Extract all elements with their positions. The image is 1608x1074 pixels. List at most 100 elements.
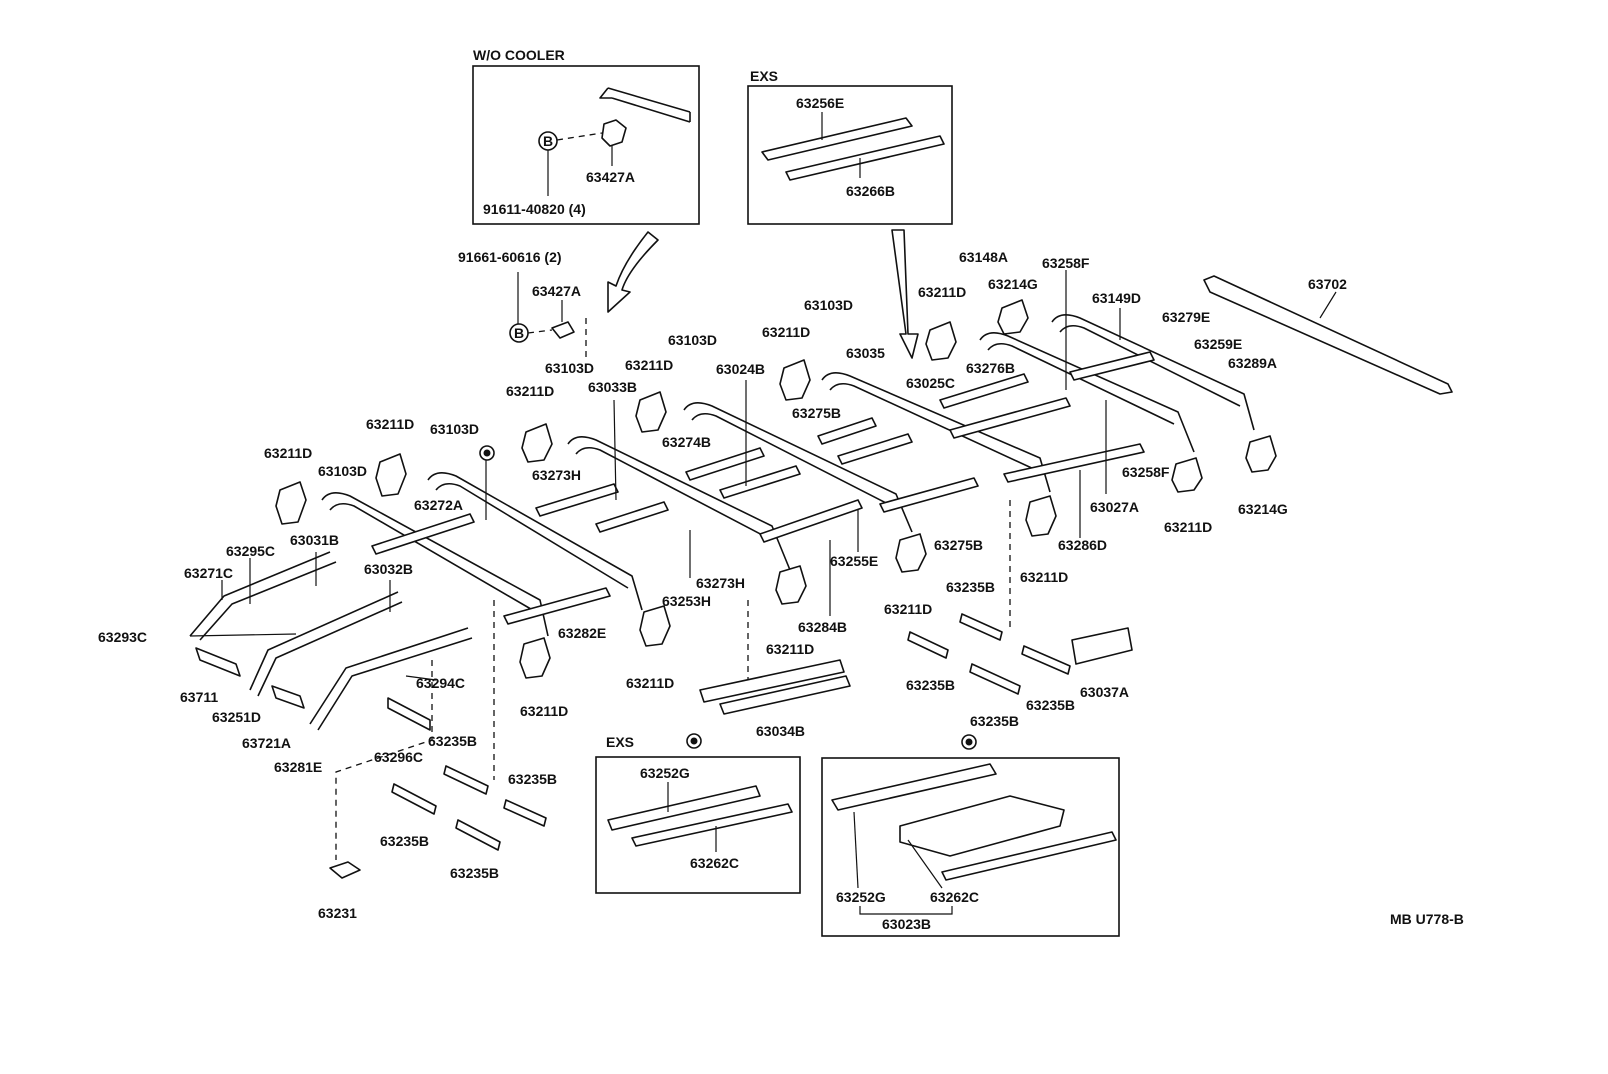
- label-63273H-low: 63273H: [696, 575, 745, 591]
- label-63211D: 63211D: [366, 416, 414, 432]
- label-63293C: 63293C: [98, 629, 147, 645]
- label-63266B: 63266B: [846, 183, 895, 199]
- label-63252G-left: 63252G: [640, 765, 690, 781]
- front-header-rail: [189, 551, 337, 641]
- inset-title-exs-top: EXS: [750, 68, 778, 84]
- label-63256E: 63256E: [796, 95, 844, 111]
- inset-exs-bottom: EXS: [595, 734, 801, 894]
- label-63031B: 63031B: [290, 532, 339, 548]
- inset-exs-top: EXS 63256E 63266B: [747, 68, 953, 225]
- inset-title-wo-cooler: W/O COOLER: [473, 47, 565, 63]
- label-63235B: 63235B: [380, 833, 429, 849]
- label-63103D: 63103D: [668, 332, 717, 348]
- label-63258F-mid: 63258F: [1122, 464, 1170, 480]
- inset-rail-63252G-right: [831, 763, 997, 811]
- inset-rail-63262C-right: [941, 831, 1117, 881]
- bracket-n: [519, 637, 551, 679]
- label-63286D: 63286D: [1058, 537, 1107, 553]
- small-plates: [329, 613, 1133, 879]
- label-63211D: 63211D: [884, 601, 932, 617]
- sunroof-frame-part: [899, 795, 1065, 857]
- front-header-rail-2: [249, 591, 403, 697]
- roof-bow-7: [1051, 314, 1255, 431]
- inset-rail-part: [599, 87, 691, 123]
- label-63235B: 63235B: [970, 713, 1019, 729]
- label-63211D: 63211D: [626, 675, 674, 691]
- bracket-63427A: [551, 321, 575, 339]
- label-63279E: 63279E: [1162, 309, 1210, 325]
- label-63271C: 63271C: [184, 565, 233, 581]
- label-63037A: 63037A: [1080, 684, 1129, 700]
- label-63281E: 63281E: [274, 759, 322, 775]
- label-63103D: 63103D: [804, 297, 853, 313]
- label-63251D: 63251D: [212, 709, 261, 725]
- label-63235B: 63235B: [1026, 697, 1075, 713]
- brackets: [275, 299, 1277, 679]
- label-63211D: 63211D: [918, 284, 966, 300]
- part-63721A: [271, 685, 305, 709]
- drawing-code: MB U778-B: [1390, 911, 1464, 927]
- label-63235B: 63235B: [946, 579, 995, 595]
- bracket-c: [521, 423, 553, 463]
- label-63427A-inset: 63427A: [586, 169, 635, 185]
- label-63235B: 63235B: [906, 677, 955, 693]
- bracket-e: [779, 359, 811, 401]
- label-63262C-right: 63262C: [930, 889, 979, 905]
- label-63262C-left: 63262C: [690, 855, 739, 871]
- label-63294C: 63294C: [416, 675, 465, 691]
- bracket-g: [997, 299, 1029, 335]
- dashed-guides: [335, 318, 1011, 860]
- front-header: [189, 551, 473, 731]
- label-63272A: 63272A: [414, 497, 463, 513]
- roof-bow-5: [821, 372, 1051, 493]
- label-63211D: 63211D: [766, 641, 814, 657]
- label-63235B: 63235B: [450, 865, 499, 881]
- label-63235B: 63235B: [428, 733, 477, 749]
- label-91661-60616: 91661-60616 (2): [458, 249, 562, 265]
- label-63211D: 63211D: [1020, 569, 1068, 585]
- label-63214G-top: 63214G: [988, 276, 1038, 292]
- label-63273H-top: 63273H: [532, 467, 581, 483]
- label-63289A: 63289A: [1228, 355, 1277, 371]
- label-63103D: 63103D: [545, 360, 594, 376]
- inset-rail-63266B: [785, 135, 945, 181]
- svg-text:B: B: [514, 325, 524, 341]
- bracket-h: [1245, 435, 1277, 473]
- callout-arrow-left: [607, 231, 659, 313]
- bracket-d: [635, 391, 667, 433]
- part-labels: 91661-60616 (2) 63427A 63148A 63258F 637…: [98, 249, 1464, 932]
- inset-rail-63262C: [631, 803, 793, 847]
- rail-63702: [1203, 275, 1453, 395]
- label-63103D: 63103D: [430, 421, 479, 437]
- label-63035: 63035: [846, 345, 885, 361]
- bracket-j: [1025, 495, 1057, 537]
- label-63253H: 63253H: [662, 593, 711, 609]
- inset-bracket-part: [601, 119, 627, 147]
- bracket-b: [375, 453, 407, 497]
- part-63711: [195, 647, 241, 677]
- label-63034B: 63034B: [756, 723, 805, 739]
- roof-bows: [321, 275, 1453, 637]
- roof-bow-3: [567, 436, 791, 571]
- svg-text:B: B: [543, 133, 553, 149]
- label-63275B-mid: 63275B: [934, 537, 983, 553]
- inset-wo-cooler: W/O COOLER B 63427A 91611-40820 (4): [472, 47, 700, 225]
- label-63032B: 63032B: [364, 561, 413, 577]
- label-63259E: 63259E: [1194, 336, 1242, 352]
- label-63214G-right: 63214G: [1238, 501, 1288, 517]
- label-63023B: 63023B: [882, 916, 931, 932]
- inset-sunroof: [821, 757, 1120, 937]
- cross-members: [371, 351, 1155, 715]
- label-63149D: 63149D: [1092, 290, 1141, 306]
- label-91611-40820: 91611-40820 (4): [483, 201, 586, 217]
- inset-rail-63256E: [761, 117, 913, 161]
- bracket-f: [925, 321, 957, 361]
- roof-bow-4: [683, 402, 913, 533]
- label-63025C: 63025C: [906, 375, 955, 391]
- label-63211D: 63211D: [762, 324, 810, 340]
- label-63231: 63231: [318, 905, 357, 921]
- label-63276B: 63276B: [966, 360, 1015, 376]
- roof-bow-2: [427, 472, 643, 611]
- label-63258F-top: 63258F: [1042, 255, 1090, 271]
